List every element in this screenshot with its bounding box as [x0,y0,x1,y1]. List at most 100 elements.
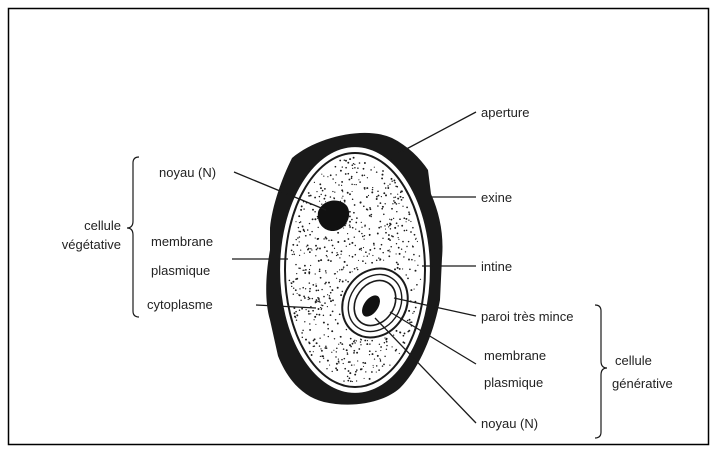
cytoplasm-dot [406,246,407,247]
cytoplasm-dot [317,247,319,249]
cytoplasm-dot [316,314,318,316]
cytoplasm-dot [295,278,297,280]
cytoplasm-dot [335,356,336,357]
cytoplasm-dot [311,231,312,232]
cytoplasm-dot [356,267,357,268]
cytoplasm-dot [308,192,310,194]
cytoplasm-dot [411,321,413,323]
cytoplasm-dot [336,351,337,352]
cytoplasm-dot [363,238,364,239]
cytoplasm-dot [316,191,317,192]
label-aperture: aperture [481,105,529,120]
cytoplasm-dot [382,170,384,172]
cytoplasm-dot [336,278,337,279]
cytoplasm-dot [319,269,321,271]
cytoplasm-dot [415,270,417,272]
cytoplasm-dot [339,313,341,315]
cytoplasm-dot [391,180,392,181]
cytoplasm-dot [362,260,364,262]
cytoplasm-dot [327,176,328,177]
cytoplasm-dot [308,273,310,275]
cytoplasm-dot [348,370,350,372]
cytoplasm-dot [320,307,321,308]
cytoplasm-dot [354,364,355,365]
cytoplasm-dot [331,239,333,241]
cytoplasm-dot [358,260,359,261]
cytoplasm-dot [307,229,309,231]
cytoplasm-dot [317,289,319,291]
cytoplasm-dot [354,342,355,343]
cytoplasm-dot [321,308,322,309]
cytoplasm-dot [387,185,388,186]
cytoplasm-dot [389,219,390,220]
cytoplasm-dot [352,271,353,272]
cytoplasm-dot [378,195,380,197]
cytoplasm-dot [363,366,364,367]
cytoplasm-dot [354,184,355,185]
cytoplasm-dot [316,290,318,292]
cytoplasm-dot [352,256,354,258]
cytoplasm-dot [336,369,338,371]
cytoplasm-dot [371,191,373,193]
cytoplasm-dot [356,369,358,371]
cytoplasm-dot [410,289,412,291]
cytoplasm-dot [408,241,409,242]
cytoplasm-dot [354,167,356,169]
cytoplasm-dot [394,202,396,204]
cytoplasm-dot [399,218,401,220]
cytoplasm-dot [355,228,356,229]
cytoplasm-dot [347,352,348,353]
cytoplasm-dot [323,315,324,316]
cytoplasm-dot [343,266,345,268]
cytoplasm-dot [400,192,401,193]
cytoplasm-dot [316,249,318,251]
cytoplasm-dot [341,359,343,361]
cytoplasm-dot [365,263,366,264]
cytoplasm-dot [393,218,394,219]
cytoplasm-dot [294,312,296,314]
cytoplasm-dot [349,215,351,217]
cytoplasm-dot [337,323,339,325]
cytoplasm-dot [322,190,324,192]
cytoplasm-dot [322,355,324,357]
cytoplasm-dot [407,278,409,280]
cytoplasm-dot [296,314,298,316]
cytoplasm-dot [304,265,306,267]
cytoplasm-dot [351,219,353,221]
cytoplasm-dot [327,294,328,295]
cytoplasm-dot [302,337,303,338]
cytoplasm-dot [325,272,326,273]
cytoplasm-dot [397,198,399,200]
cytoplasm-dot [388,238,390,240]
cytoplasm-dot [378,227,380,229]
cytoplasm-dot [349,372,351,374]
cytoplasm-dot [366,187,368,189]
cytoplasm-dot [355,222,357,224]
cytoplasm-dot [367,209,368,210]
cytoplasm-dot [336,363,338,365]
cytoplasm-dot [309,342,311,344]
cytoplasm-dot [345,173,347,175]
cytoplasm-dot [376,171,378,173]
cytoplasm-dot [301,205,303,207]
cytoplasm-dot [319,270,321,272]
cytoplasm-dot [299,267,301,269]
cytoplasm-dot [359,162,361,164]
cytoplasm-dot [397,194,398,195]
cytoplasm-dot [344,358,346,360]
cytoplasm-dot [396,203,398,205]
cytoplasm-dot [337,271,338,272]
cytoplasm-dot [382,174,384,176]
cytoplasm-dot [364,226,365,227]
cytoplasm-dot [315,283,316,284]
cytoplasm-dot [338,359,339,360]
cytoplasm-dot [316,342,318,344]
cytoplasm-dot [346,349,348,351]
cytoplasm-dot [360,344,361,345]
cytoplasm-dot [390,219,392,221]
cytoplasm-dot [383,364,385,366]
cytoplasm-dot [393,197,394,198]
cytoplasm-dot [361,227,362,228]
cytoplasm-dot [407,331,409,333]
cytoplasm-dot [320,356,321,357]
